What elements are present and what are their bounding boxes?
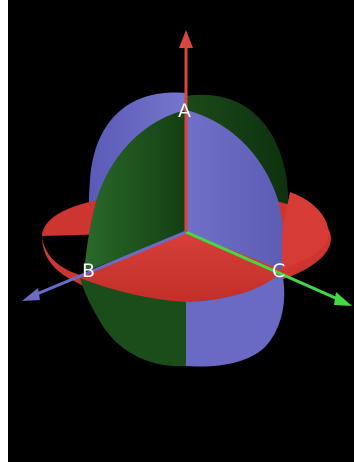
- label-b: B: [82, 260, 95, 282]
- green-plane-lower-left: [80, 278, 186, 367]
- axis-b-line: [31, 230, 187, 298]
- orthogonal-planes-diagram: A B C: [22, 30, 352, 367]
- label-c: C: [272, 260, 285, 282]
- axis-a-arrowhead: [179, 30, 193, 48]
- diagram-canvas: A B C: [8, 0, 354, 462]
- label-a: A: [178, 100, 191, 122]
- axis-c-line: [185, 230, 341, 302]
- axis-c-arrowhead: [334, 292, 352, 306]
- red-plane-right-lobe: [282, 192, 329, 270]
- blue-plane-upper-right: [186, 110, 285, 270]
- green-plane-upper-left: [84, 110, 186, 272]
- blue-plane-lower-right: [186, 272, 285, 367]
- axis-b-arrowhead: [22, 288, 40, 301]
